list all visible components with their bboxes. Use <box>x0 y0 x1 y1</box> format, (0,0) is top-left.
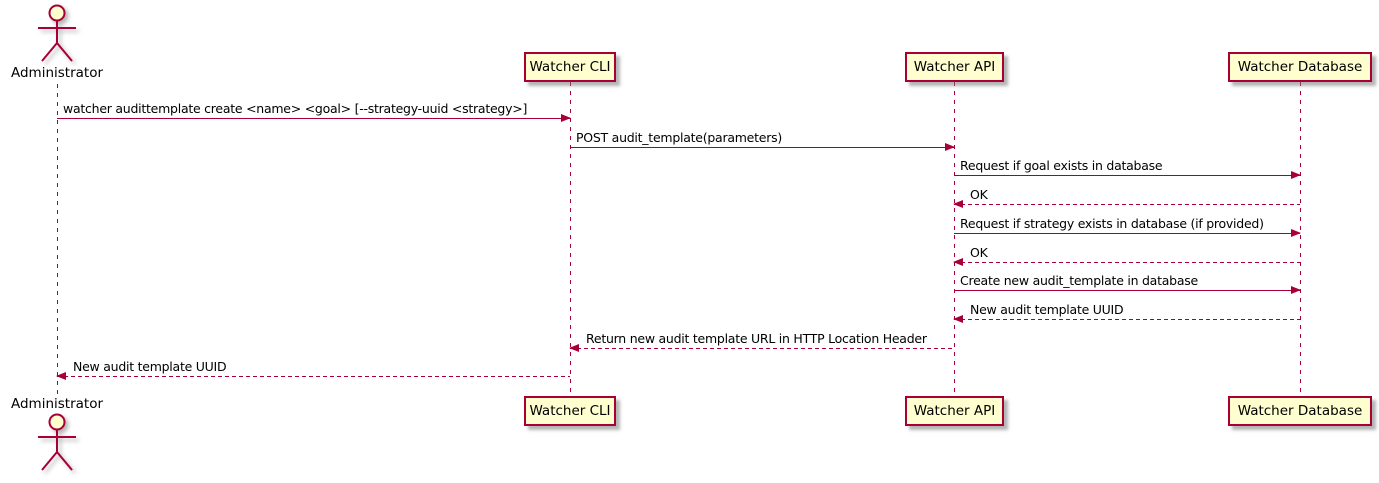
message-arrow <box>953 200 1300 208</box>
actor-administrator-bottom: Administrator <box>4 396 110 474</box>
arrow-right-icon <box>1291 229 1301 237</box>
participant-watcher-api-top: Watcher API <box>905 52 1004 82</box>
lifeline-watcher-database <box>1300 82 1301 396</box>
actor-administrator-top: Administrator <box>4 3 110 81</box>
participant-watcher-api-bottom: Watcher API <box>905 396 1004 426</box>
message-arrow <box>57 114 571 122</box>
message-post-audit-template: POST audit_template(parameters) <box>570 128 955 151</box>
message-label: Request if goal exists in database <box>960 158 1163 173</box>
message-label: OK <box>970 187 988 202</box>
arrow-left-icon <box>56 372 66 380</box>
message-label: POST audit_template(parameters) <box>576 130 782 145</box>
participant-watcher-database-top: Watcher Database <box>1228 52 1372 82</box>
actor-label: Administrator <box>10 65 104 81</box>
message-new-uuid-to-admin: New audit template UUID <box>56 357 570 380</box>
message-label: watcher audittemplate create <name> <goa… <box>63 101 528 116</box>
message-return-url: Return new audit template URL in HTTP Lo… <box>569 329 954 352</box>
message-arrow <box>56 372 570 380</box>
actor-label: Administrator <box>10 396 104 412</box>
arrow-right-icon <box>945 143 955 151</box>
message-arrow <box>953 258 1300 266</box>
message-label: New audit template UUID <box>73 359 227 374</box>
message-create-audittemplate: watcher audittemplate create <name> <goa… <box>57 99 571 122</box>
person-icon <box>38 413 76 471</box>
lifeline-administrator <box>57 84 58 396</box>
message-arrow <box>954 229 1301 237</box>
message-goal-ok: OK <box>953 185 1300 208</box>
message-request-strategy-exists: Request if strategy exists in database (… <box>954 214 1301 237</box>
participant-watcher-cli-top: Watcher CLI <box>524 52 616 82</box>
message-create-audit-template-db: Create new audit_template in database <box>954 271 1301 294</box>
person-icon <box>38 4 76 62</box>
lifeline-watcher-cli <box>570 82 571 396</box>
message-arrow <box>953 315 1300 323</box>
participant-watcher-database-bottom: Watcher Database <box>1228 396 1372 426</box>
participant-watcher-cli-bottom: Watcher CLI <box>524 396 616 426</box>
arrow-left-icon <box>953 200 963 208</box>
lifeline-watcher-api <box>954 82 955 396</box>
message-label: OK <box>970 245 988 260</box>
arrow-left-icon <box>569 344 579 352</box>
message-new-uuid-from-db: New audit template UUID <box>953 300 1300 323</box>
message-arrow <box>954 286 1301 294</box>
message-label: New audit template UUID <box>970 302 1124 317</box>
message-label: Return new audit template URL in HTTP Lo… <box>586 331 927 346</box>
message-arrow <box>570 143 955 151</box>
arrow-right-icon <box>1291 171 1301 179</box>
message-label: Request if strategy exists in database (… <box>960 216 1264 231</box>
arrow-right-icon <box>561 114 571 122</box>
message-request-goal-exists: Request if goal exists in database <box>954 156 1301 179</box>
arrow-left-icon <box>953 315 963 323</box>
message-arrow <box>569 344 954 352</box>
arrow-right-icon <box>1291 286 1301 294</box>
message-label: Create new audit_template in database <box>960 273 1198 288</box>
message-arrow <box>954 171 1301 179</box>
message-strategy-ok: OK <box>953 243 1300 266</box>
arrow-left-icon <box>953 258 963 266</box>
